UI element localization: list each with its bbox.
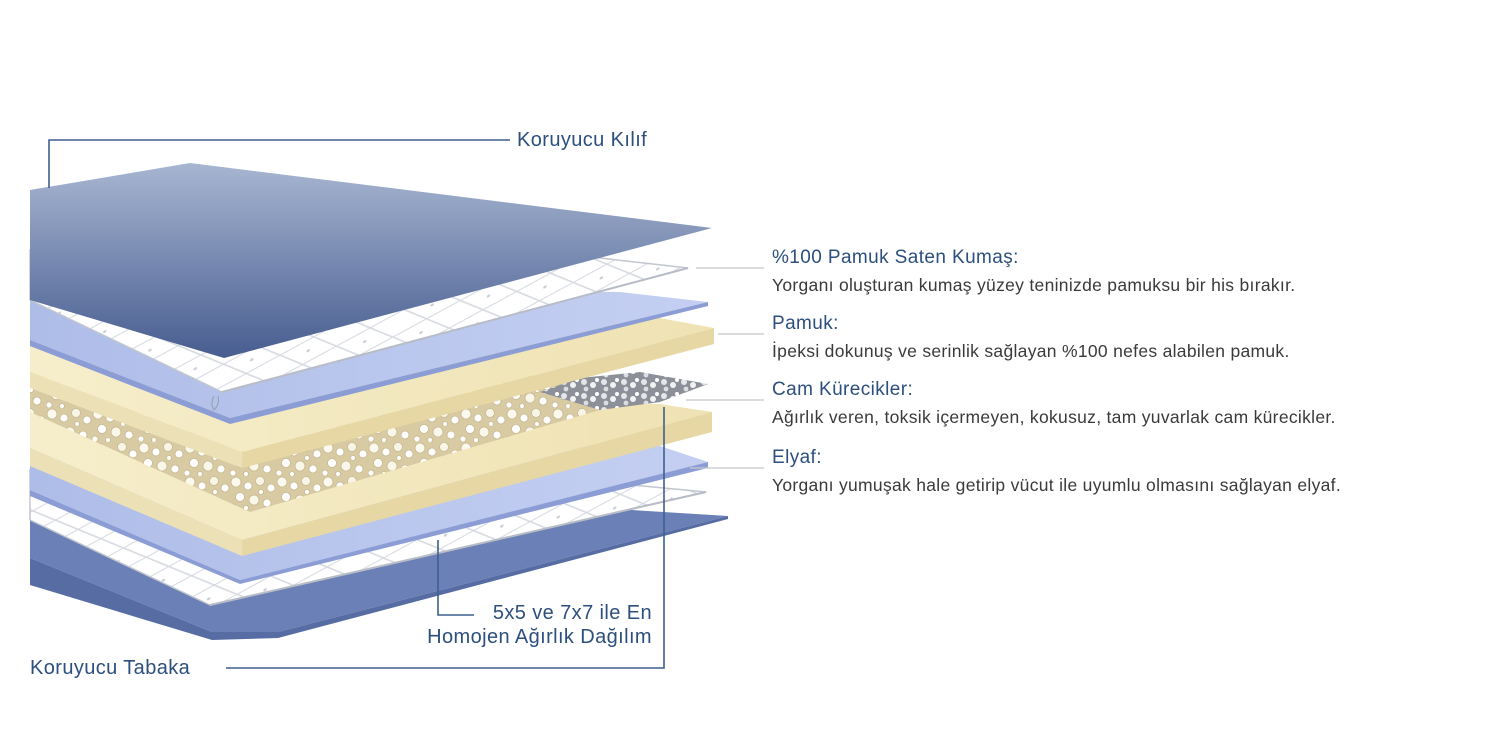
- distribution-label-line1: 5x5 ve 7x7 ile En: [492, 602, 652, 624]
- layer-title: %100 Pamuk Saten Kumaş:: [772, 247, 1019, 268]
- distribution-label-line2: Homojen Ağırlık Dağılım: [427, 626, 652, 648]
- layer-description: Ağırlık veren, toksik içermeyen, kokusuz…: [772, 407, 1336, 427]
- layer-title: Cam Kürecikler:: [772, 379, 914, 400]
- layer-description: Yorganı oluşturan kumaş yüzey teninizde …: [772, 275, 1296, 295]
- distribution-label: 5x5 ve 7x7 ile En Homojen Ağırlık Dağılı…: [372, 601, 652, 649]
- top-cover-label: Koruyucu Kılıf: [517, 129, 648, 151]
- leader-lines: [686, 267, 764, 469]
- layer-title: Pamuk:: [772, 313, 839, 334]
- top-protective-cover: [30, 163, 712, 358]
- layer-description-fiber: Elyaf: Yorganı yumuşak hale getirip vücu…: [772, 446, 1492, 498]
- bracket-lines: [48, 139, 665, 669]
- layer-description: İpeksi dokunuş ve serinlik sağlayan %100…: [772, 341, 1290, 361]
- layer-description-cotton: Pamuk: İpeksi dokunuş ve serinlik sağlay…: [772, 312, 1492, 364]
- layer-description: Yorganı yumuşak hale getirip vücut ile u…: [772, 475, 1341, 495]
- layer-title: Elyaf:: [772, 447, 822, 468]
- layer-description-satin: %100 Pamuk Saten Kumaş: Yorganı oluştura…: [772, 246, 1492, 298]
- bottom-cover-label: Koruyucu Tabaka: [30, 657, 191, 679]
- layer-description-beads: Cam Kürecikler: Ağırlık veren, toksik iç…: [772, 378, 1492, 430]
